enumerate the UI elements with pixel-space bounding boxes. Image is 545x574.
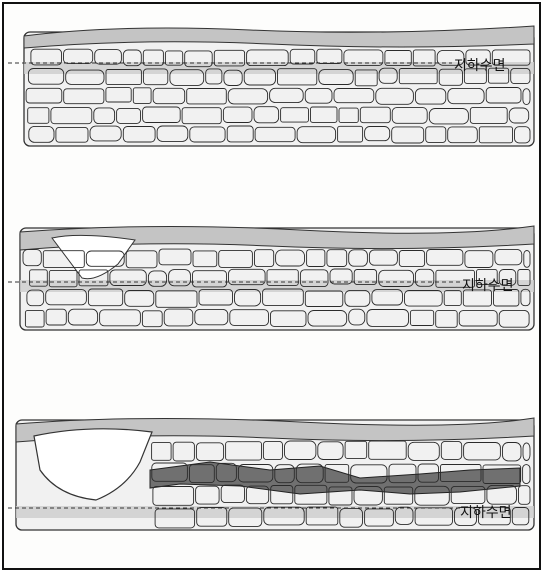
panel-3 — [8, 418, 534, 530]
panel-2 — [8, 226, 534, 330]
panel-3-water-table-label: 지하수면 — [460, 502, 512, 522]
panel-2-water-table-label: 지하수면 — [462, 275, 514, 295]
panel-1-water-table-label: 지하수면 — [454, 55, 506, 75]
panel-1 — [8, 26, 534, 146]
